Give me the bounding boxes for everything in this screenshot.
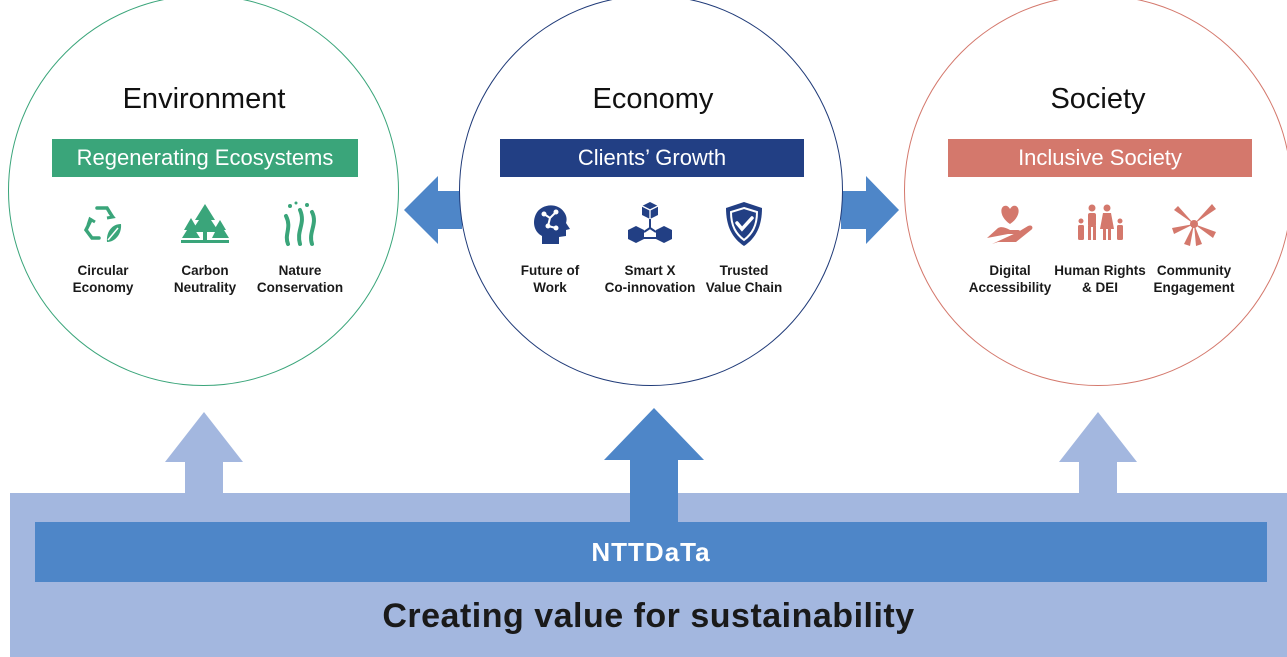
up-arrow-society xyxy=(1059,412,1137,520)
label-line2: & DEI xyxy=(1081,280,1118,295)
label-line2: Economy xyxy=(72,280,134,295)
seaweed-icon xyxy=(284,201,316,246)
label-line2: Co-innovation xyxy=(604,280,696,295)
recycle-icon xyxy=(83,206,122,242)
right-arrow xyxy=(841,176,899,244)
label-line1: Nature xyxy=(278,263,322,278)
label-line2: Neutrality xyxy=(173,280,237,295)
hands-together-icon xyxy=(1172,204,1216,246)
cubes-icon xyxy=(628,202,672,243)
shield-check-icon xyxy=(726,202,762,246)
up-arrow-economy xyxy=(604,408,704,524)
economy-banner: Clients’ Growth xyxy=(500,139,804,177)
ntt-data-bar: NTTDaTa xyxy=(35,522,1267,582)
label-line1: Community xyxy=(1156,263,1232,278)
forest-icon xyxy=(181,204,229,243)
economy-circle xyxy=(459,0,843,386)
label-line2: Accessibility xyxy=(968,280,1052,295)
left-arrow xyxy=(404,176,462,244)
society-circle xyxy=(904,0,1287,386)
heart-hand-icon xyxy=(987,205,1033,244)
label-line2: Engagement xyxy=(1153,280,1235,295)
label-line2: Conservation xyxy=(256,280,344,295)
family-icon xyxy=(1078,204,1123,240)
label-line1: Circular xyxy=(77,263,129,278)
environment-title: Environment xyxy=(122,83,286,115)
ntt-data-logo: NTTDaTa xyxy=(591,537,711,567)
economy-title: Economy xyxy=(592,83,714,115)
label-line1: Digital xyxy=(989,263,1031,278)
label-line1: Trusted xyxy=(719,263,769,278)
up-arrow-environment xyxy=(165,412,243,520)
society-banner: Inclusive Society xyxy=(948,139,1252,177)
society-title: Society xyxy=(1050,83,1146,115)
label-line2: Work xyxy=(533,280,567,295)
item-smart-x-co-innovation: Smart X Co-innovation xyxy=(590,198,710,296)
environment-circle xyxy=(8,0,399,386)
label-line2: Value Chain xyxy=(705,280,783,295)
ai-head-icon xyxy=(534,205,570,244)
item-future-of-work: Future of Work xyxy=(490,198,610,296)
label-line1: Future of xyxy=(520,263,580,278)
item-human-rights-dei: Human Rights & DEI xyxy=(1040,198,1160,296)
label-line1: Smart X xyxy=(624,263,676,278)
environment-banner: Regenerating Ecosystems xyxy=(52,139,358,177)
platform-caption: Creating value for sustainability xyxy=(382,597,915,635)
label-line1: Human Rights xyxy=(1054,263,1146,278)
label-line1: Carbon xyxy=(181,263,229,278)
